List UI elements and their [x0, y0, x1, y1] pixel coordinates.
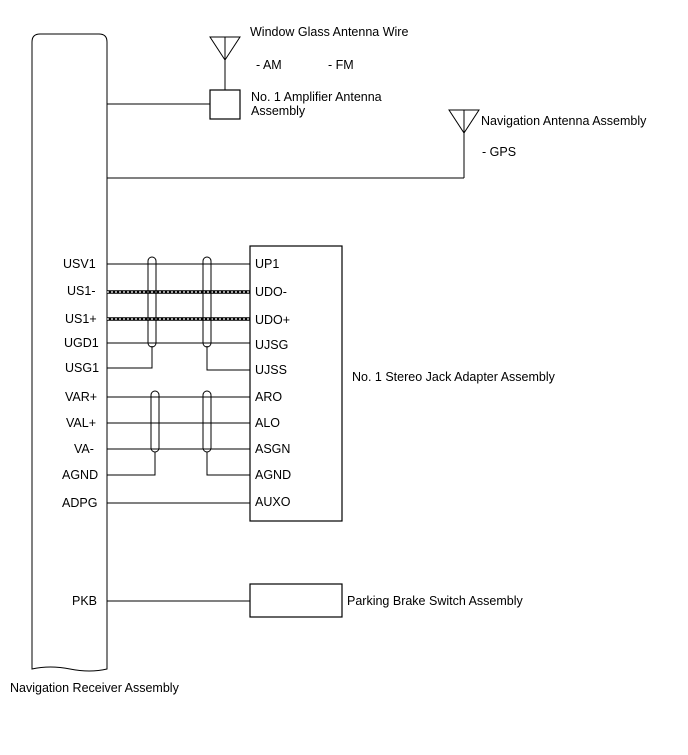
- amp-antenna-label: No. 1 Amplifier Antenna Assembly: [251, 90, 385, 118]
- wire-ujss-shield: [206, 346, 250, 371]
- pin-agnd-adapter: AGND: [255, 468, 291, 482]
- pin-udo-plus: UDO+: [255, 313, 290, 327]
- pin-ujsg: UJSG: [255, 338, 288, 352]
- pin-udo-minus: UDO-: [255, 285, 287, 299]
- pin-pkb: PKB: [72, 594, 97, 608]
- pin-up1: UP1: [255, 257, 279, 271]
- jack-adapter-label: No. 1 Stereo Jack Adapter Assembly: [352, 370, 556, 384]
- pin-usg1: USG1: [65, 361, 99, 375]
- pin-usv1: USV1: [63, 257, 96, 271]
- parking-brake-box: [249, 583, 343, 618]
- receiver-label: Navigation Receiver Assembly: [10, 681, 180, 695]
- pin-var-plus: VAR+: [65, 390, 97, 404]
- pin-ugd1: UGD1: [64, 336, 99, 350]
- band-gps: - GPS: [482, 145, 516, 159]
- shield-loop-usb-left: [147, 256, 157, 348]
- wire-agnd-adapter-shield: [206, 452, 250, 476]
- shield-loop-audio-right: [202, 390, 212, 453]
- pin-auxo: AUXO: [255, 495, 291, 509]
- pin-val-plus: VAL+: [66, 416, 96, 430]
- wire-usg1-shield: [107, 346, 153, 369]
- parking-brake-label: Parking Brake Switch Assembly: [347, 594, 524, 608]
- jack-adapter-box: [249, 245, 343, 522]
- pin-agnd: AGND: [62, 468, 98, 482]
- band-am: - AM: [256, 58, 282, 72]
- pin-us1-minus: US1-: [67, 284, 95, 298]
- shield-loop-audio-left: [150, 390, 160, 453]
- glass-antenna-label: Window Glass Antenna Wire: [250, 25, 408, 39]
- pin-ujss: UJSS: [255, 363, 287, 377]
- pin-asgn: ASGN: [255, 442, 290, 456]
- glass-antenna-icon: [209, 36, 241, 90]
- band-fm: - FM: [328, 58, 354, 72]
- nav-antenna-icon: [448, 109, 480, 178]
- wire-agnd-shield: [107, 452, 156, 476]
- amp-antenna-box: [209, 89, 241, 120]
- pin-va-minus: VA-: [74, 442, 94, 456]
- shield-loop-usb-right: [202, 256, 212, 348]
- pin-aro: ARO: [255, 390, 282, 404]
- receiver-body: [31, 33, 108, 672]
- nav-antenna-label: Navigation Antenna Assembly: [481, 114, 647, 128]
- pin-alo: ALO: [255, 416, 280, 430]
- pin-us1-plus: US1+: [65, 312, 97, 326]
- pin-adpg: ADPG: [62, 496, 97, 510]
